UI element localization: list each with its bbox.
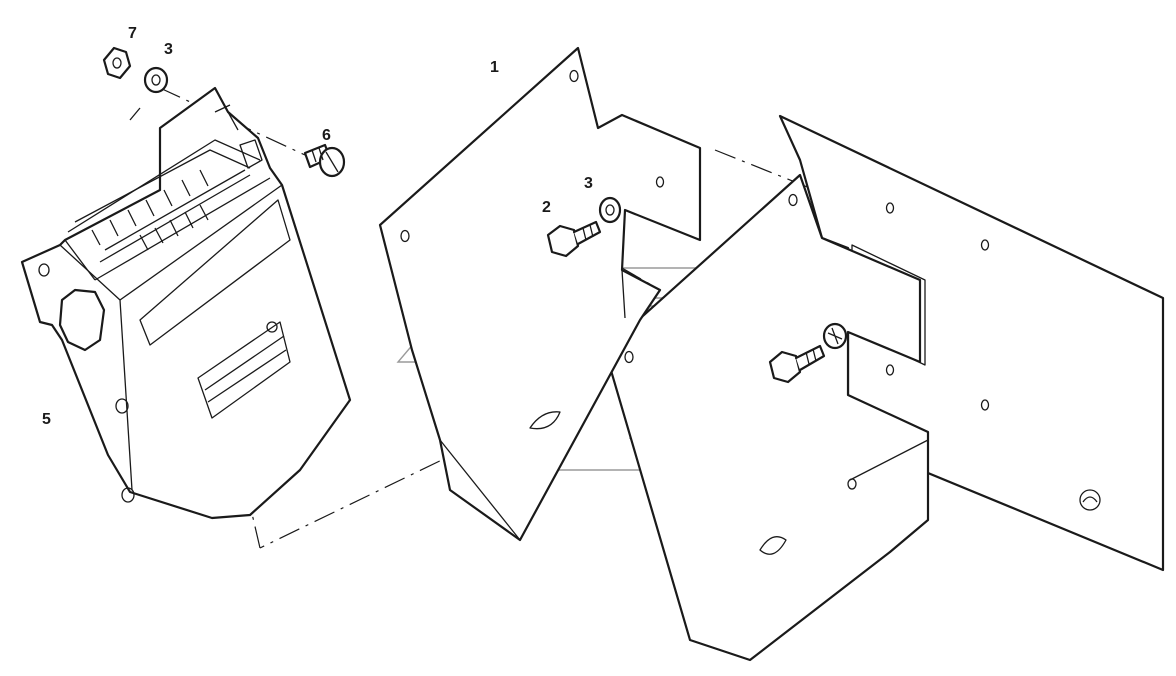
washer-front-bracket bbox=[822, 322, 848, 350]
callout-7: 7 bbox=[128, 25, 137, 42]
callout-3-right: 3 bbox=[584, 175, 593, 192]
callout-5: 5 bbox=[42, 411, 51, 428]
callout-1: 1 bbox=[490, 59, 499, 76]
control-unit-5 bbox=[20, 86, 352, 520]
main-bracket bbox=[378, 46, 702, 542]
callout-2: 2 bbox=[542, 199, 551, 216]
hex-bolt-front-bracket bbox=[768, 344, 826, 384]
screw-6 bbox=[303, 143, 346, 178]
callout-3-left: 3 bbox=[164, 41, 173, 58]
hex-nut-7 bbox=[102, 46, 132, 80]
washer-3-right bbox=[598, 196, 622, 224]
front-bracket bbox=[603, 173, 930, 662]
callout-6: 6 bbox=[322, 127, 331, 144]
hex-bolt-2 bbox=[546, 220, 602, 258]
washer-3-left bbox=[143, 66, 169, 94]
